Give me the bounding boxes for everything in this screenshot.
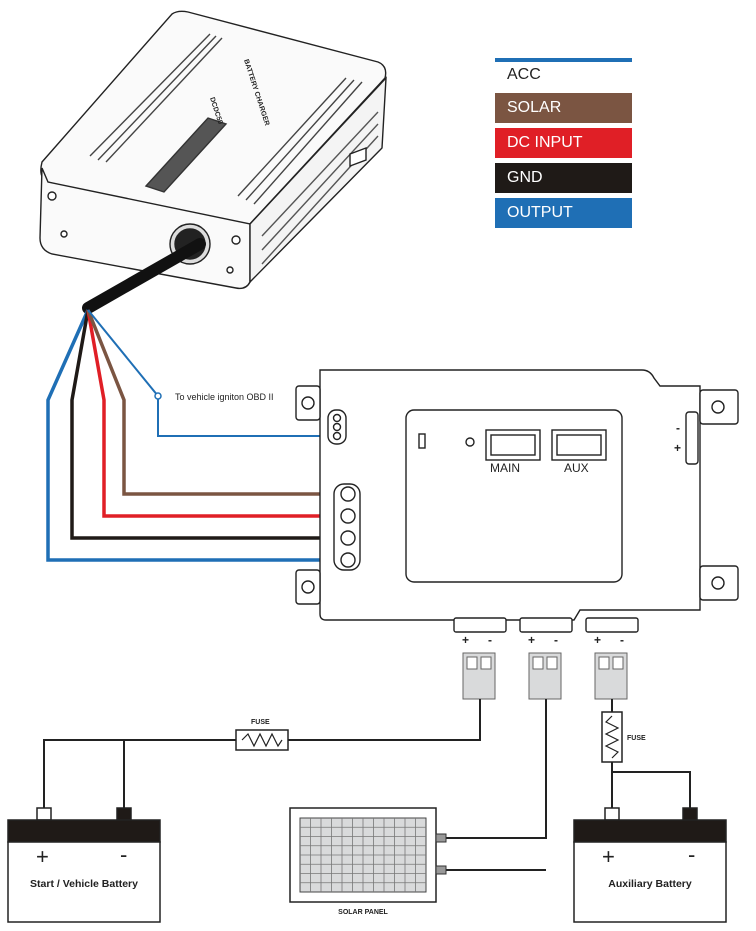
wire-solar xyxy=(86,309,345,496)
solar-panel-label: SOLAR PANEL xyxy=(338,909,388,916)
auxiliary-battery xyxy=(573,807,727,923)
legend: ACC SOLAR DC INPUT GND OUTPUT xyxy=(495,58,632,233)
side-minus-label: - xyxy=(676,421,680,435)
legend-dc-input: DC INPUT xyxy=(495,128,632,158)
aux-battery-plus: + xyxy=(602,844,615,869)
wire-dc-input xyxy=(86,309,345,518)
wire-acc xyxy=(87,309,335,437)
wires xyxy=(46,309,345,562)
solar-panel xyxy=(289,807,447,903)
fuse-right-label: FUSE xyxy=(627,735,646,742)
main-cable xyxy=(82,238,206,314)
aux-battery-minus: - xyxy=(688,842,695,867)
svg-text:-: - xyxy=(554,633,558,647)
side-plus-label: + xyxy=(674,441,681,455)
aux-battery-label: Auxiliary Battery xyxy=(608,878,692,890)
obd-annotation: To vehicle igniton OBD II xyxy=(175,392,274,402)
aux-indicator-label: AUX xyxy=(564,461,589,475)
anderson-plugs xyxy=(462,652,628,700)
legend-acc: ACC xyxy=(495,58,632,88)
svg-text:+: + xyxy=(462,633,469,647)
start-battery-label: Start / Vehicle Battery xyxy=(30,878,138,890)
charger-controller xyxy=(295,369,739,633)
start-battery xyxy=(7,807,161,923)
main-indicator-label: MAIN xyxy=(490,461,520,475)
start-battery-plus: + xyxy=(36,844,49,869)
svg-text:-: - xyxy=(488,633,492,647)
wire-output xyxy=(46,309,345,562)
fuse-left xyxy=(235,729,289,751)
svg-text:-: - xyxy=(620,633,624,647)
legend-gnd: GND xyxy=(495,163,632,193)
acc-wire-joint xyxy=(154,392,162,400)
legend-solar: SOLAR xyxy=(495,93,632,123)
fuse-right xyxy=(601,711,623,763)
fuse-left-label: FUSE xyxy=(251,719,270,726)
svg-text:+: + xyxy=(594,633,601,647)
svg-text:+: + xyxy=(528,633,535,647)
start-battery-minus: - xyxy=(120,842,127,867)
wire-gnd xyxy=(70,309,345,540)
legend-output: OUTPUT xyxy=(495,198,632,228)
lower-wiring xyxy=(43,699,691,871)
port-labels: + - + - + - xyxy=(462,633,624,647)
battery-charger-unit xyxy=(39,10,387,290)
